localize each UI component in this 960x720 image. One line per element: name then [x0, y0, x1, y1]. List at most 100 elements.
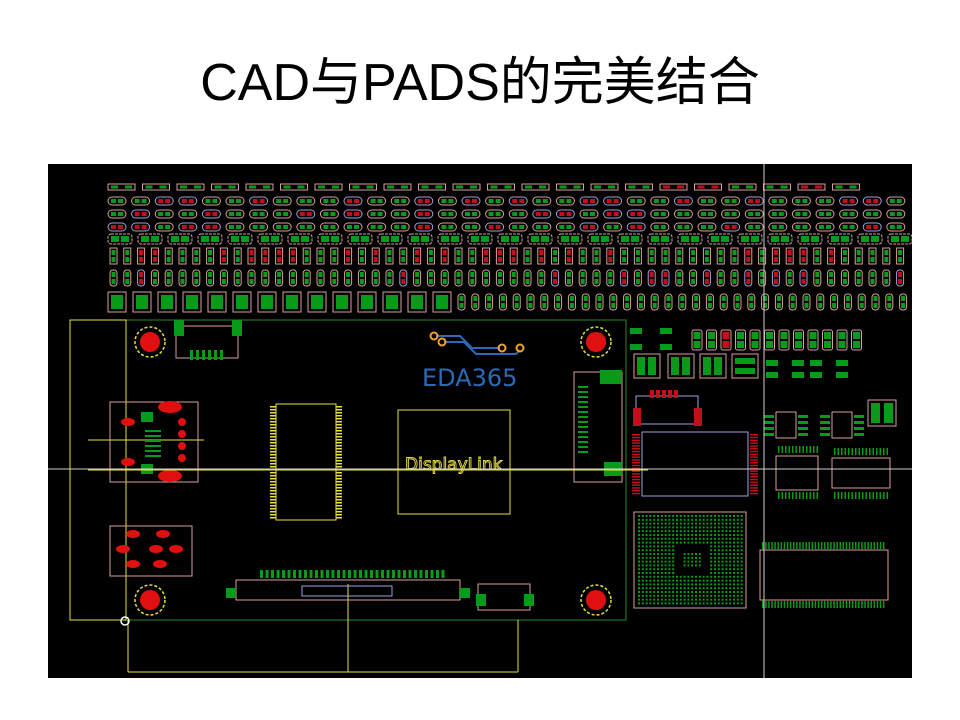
pad — [323, 199, 329, 203]
capacitor-outline — [799, 269, 808, 287]
component-outline — [317, 233, 343, 245]
pad — [732, 185, 739, 189]
bga-ball — [714, 587, 716, 590]
pad — [424, 212, 430, 216]
pad — [359, 279, 364, 284]
capacitor-outline — [706, 329, 717, 351]
bga-ball — [714, 602, 716, 605]
capacitor-outline — [437, 209, 457, 219]
bga-ball — [649, 545, 652, 548]
bga-ball — [725, 579, 728, 582]
pad — [691, 279, 696, 284]
pin — [862, 492, 864, 499]
pad — [321, 236, 329, 242]
pin — [873, 542, 876, 549]
capacitor-outline — [461, 196, 481, 206]
bga-ball — [714, 541, 716, 544]
pad — [359, 257, 364, 262]
pad — [889, 212, 895, 216]
resistor-outline — [164, 247, 173, 265]
pad — [178, 442, 186, 450]
pad — [299, 199, 305, 203]
capacitor-outline — [747, 293, 756, 311]
pad — [708, 225, 713, 229]
capacitor-outline — [201, 222, 221, 232]
resistor-outline — [245, 183, 274, 191]
capacitor-outline — [296, 209, 316, 219]
pin — [771, 542, 773, 549]
pad — [205, 199, 211, 203]
bga-ball — [710, 591, 713, 593]
bga-ball — [740, 602, 743, 605]
pad — [351, 236, 359, 242]
bga-ball — [721, 526, 724, 529]
bga-ball — [668, 579, 671, 582]
bga-ball — [664, 598, 667, 601]
pad — [732, 250, 737, 255]
pad — [559, 199, 565, 203]
capacitor-outline — [578, 269, 587, 287]
capacitor-outline — [461, 222, 481, 232]
pin — [765, 601, 767, 608]
pin — [765, 542, 767, 549]
pcb-layout-canvas[interactable]: EDA365 DisplayLink — [48, 164, 912, 678]
pad — [125, 250, 130, 255]
bga-ball — [691, 564, 694, 567]
bga-ball — [729, 526, 732, 529]
pad — [194, 185, 201, 189]
pad — [456, 250, 461, 255]
bga-ball — [740, 537, 743, 540]
bga-ball — [736, 530, 739, 533]
bga-ball — [645, 583, 648, 586]
component-outline — [731, 353, 759, 379]
pad — [625, 296, 630, 301]
bga-ball — [721, 522, 724, 525]
pad — [630, 199, 636, 203]
bga-ball — [698, 526, 701, 529]
resistor-outline — [206, 247, 215, 265]
pad — [804, 303, 809, 308]
pad — [134, 199, 140, 203]
pin — [336, 415, 342, 417]
capacitor-outline — [815, 209, 835, 219]
pad — [373, 272, 378, 277]
pad — [387, 272, 392, 277]
resistor-outline — [509, 247, 518, 265]
bga-ball — [725, 598, 728, 601]
pad — [842, 199, 848, 203]
bga-ball — [736, 602, 739, 605]
capacitor-outline — [791, 196, 811, 206]
resistor-outline — [799, 247, 808, 265]
pad — [635, 279, 640, 284]
pad — [159, 185, 167, 189]
pad — [809, 332, 817, 339]
pad — [845, 303, 850, 308]
bga-ball — [641, 575, 644, 578]
pad — [746, 250, 751, 255]
bga-ball — [660, 518, 663, 521]
pad — [660, 212, 666, 216]
resistor-outline — [702, 247, 711, 265]
pin — [777, 601, 779, 608]
pin — [342, 570, 346, 578]
pad — [283, 225, 289, 229]
bga-ball — [714, 534, 716, 536]
capacitor-outline — [454, 269, 463, 287]
pad — [495, 199, 501, 203]
bga-ball — [668, 522, 671, 525]
capacitor-outline — [249, 209, 269, 219]
pad — [394, 212, 400, 216]
pin — [270, 454, 276, 456]
capacitor-outline — [744, 196, 764, 206]
component-outline — [867, 399, 897, 427]
bga-ball — [698, 564, 701, 567]
pad — [181, 225, 187, 229]
capacitor-outline — [673, 209, 693, 219]
bga-ball — [638, 602, 640, 605]
pad — [511, 279, 516, 284]
pad — [594, 272, 599, 277]
bga-ball — [668, 515, 671, 517]
bga-ball — [660, 602, 663, 605]
pad — [810, 372, 822, 378]
bga-ball — [638, 537, 640, 540]
